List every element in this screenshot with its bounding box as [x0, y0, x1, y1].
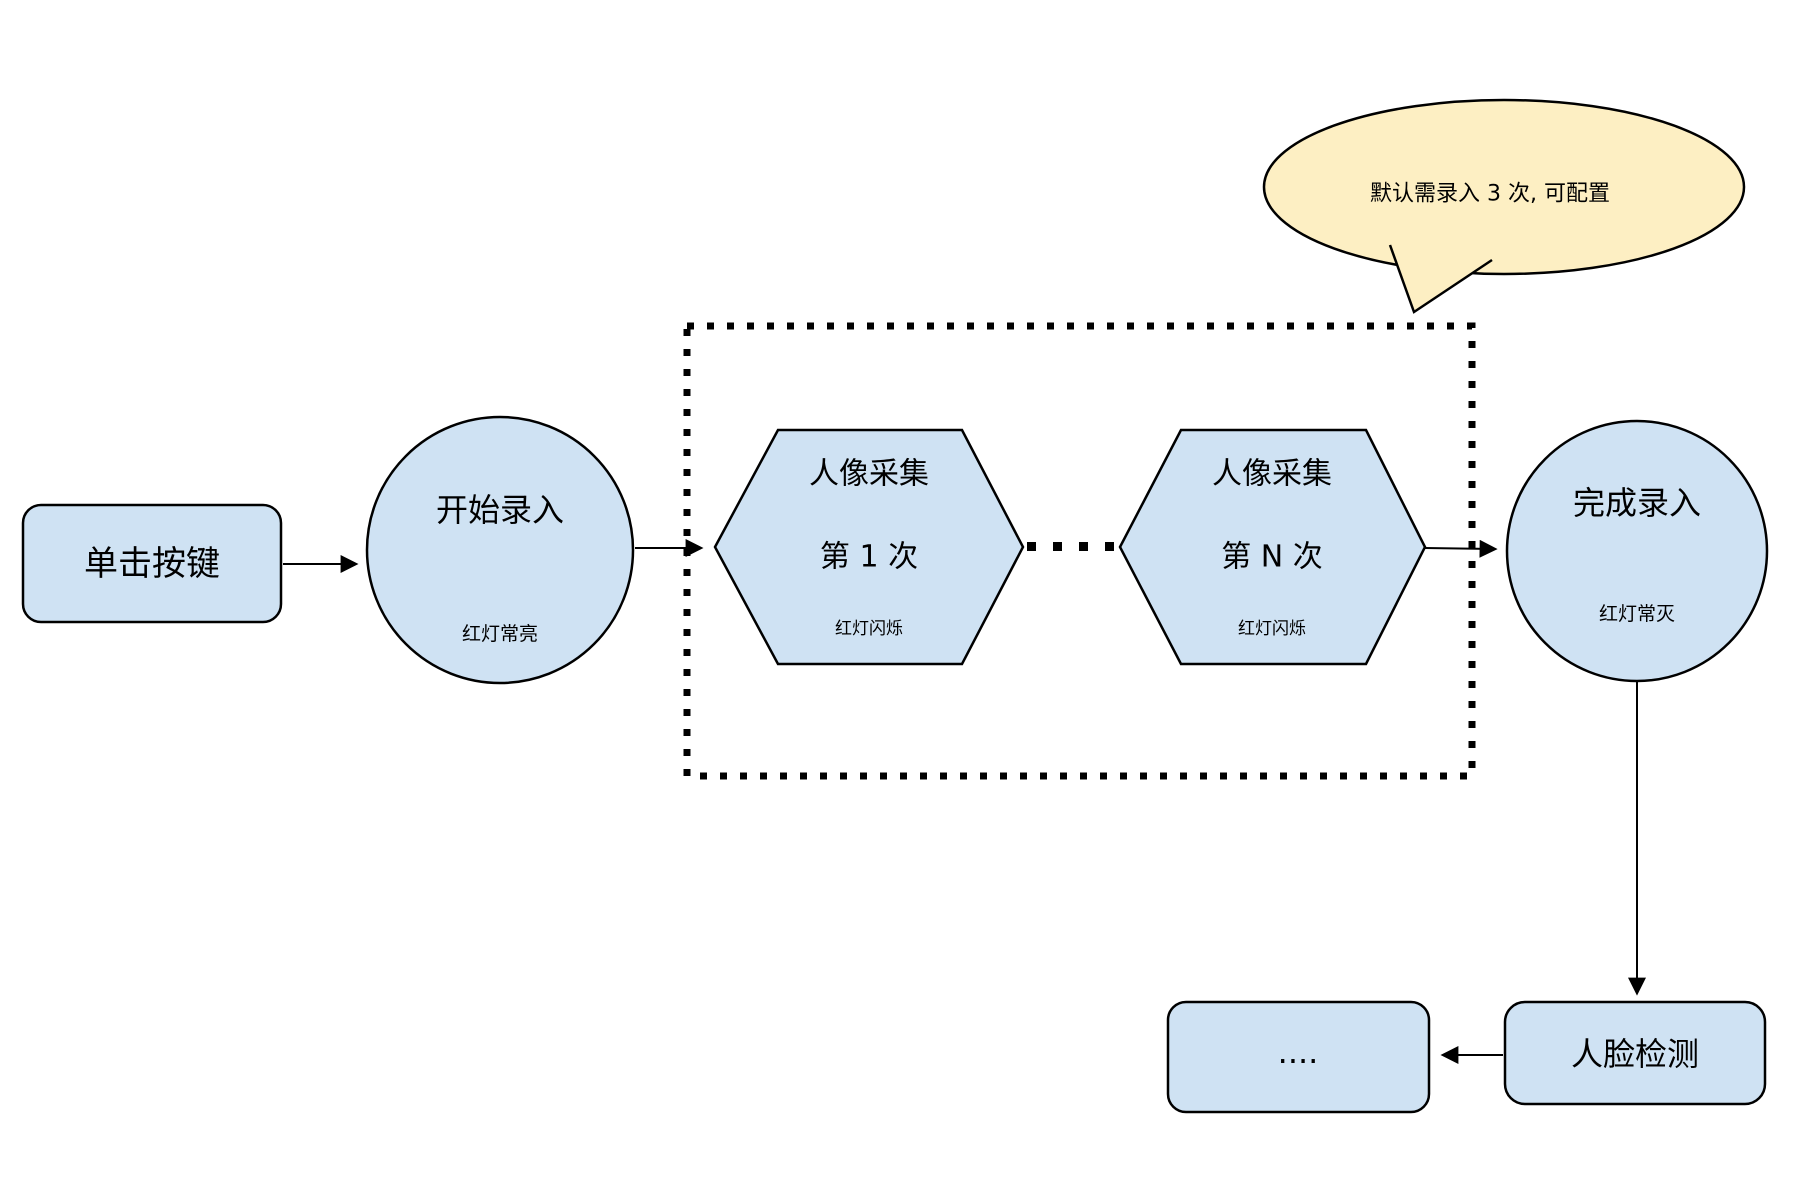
ellipsis-shape	[1166, 1000, 1431, 1114]
capture-1-label: 人像采集	[809, 457, 929, 492]
face-detect-label: 人脸检测	[1571, 1035, 1699, 1073]
face-detect-shape	[1503, 1000, 1767, 1106]
capture-n-sublabel: 红灯闪烁	[1238, 619, 1306, 639]
finish-enroll-label: 完成录入	[1573, 484, 1701, 522]
capture-1-hexagon: 人像采集 第 1 次 红灯闪烁	[713, 428, 1025, 666]
capture-n-label: 人像采集	[1212, 457, 1332, 492]
annotation-bubble: 默认需录入 3 次, 可配置	[1262, 98, 1746, 314]
start-enroll-sublabel: 红灯常亮	[462, 623, 538, 645]
annotation-text: 默认需录入 3 次, 可配置	[1370, 182, 1610, 207]
ellipsis-dots	[1027, 542, 1114, 551]
finish-enroll-sublabel: 红灯常灭	[1599, 603, 1675, 625]
ellipsis-dot	[1027, 542, 1036, 551]
ellipsis-dot	[1105, 542, 1114, 551]
ellipsis-node: ....	[1166, 1000, 1431, 1114]
arrow-capturen-to-finish	[1424, 539, 1498, 558]
annotation-bubble-tail	[1388, 244, 1493, 314]
ellipsis-dot	[1079, 542, 1088, 551]
capture-n-count: 第 N 次	[1221, 540, 1323, 575]
start-enroll-shape	[365, 415, 635, 685]
face-detect-node: 人脸检测	[1503, 1000, 1767, 1106]
capture-n-hexagon: 人像采集 第 N 次 红灯闪烁	[1118, 428, 1427, 666]
click-button-label: 单击按键	[84, 544, 220, 584]
click-button-shape	[21, 503, 283, 624]
start-enroll-label: 开始录入	[436, 491, 564, 529]
capture-1-shape	[713, 428, 1025, 666]
start-enroll-node: 开始录入 红灯常亮	[365, 415, 635, 685]
capture-n-shape	[1118, 428, 1427, 666]
ellipsis-label: ....	[1278, 1033, 1319, 1071]
click-button-node: 单击按键	[21, 503, 283, 624]
annotation-bubble-ellipse	[1262, 98, 1746, 276]
finish-enroll-shape	[1505, 419, 1769, 683]
capture-1-sublabel: 红灯闪烁	[835, 619, 903, 639]
capture-1-count: 第 1 次	[820, 540, 918, 575]
finish-enroll-node: 完成录入 红灯常灭	[1505, 419, 1769, 683]
ellipsis-dot	[1053, 542, 1062, 551]
